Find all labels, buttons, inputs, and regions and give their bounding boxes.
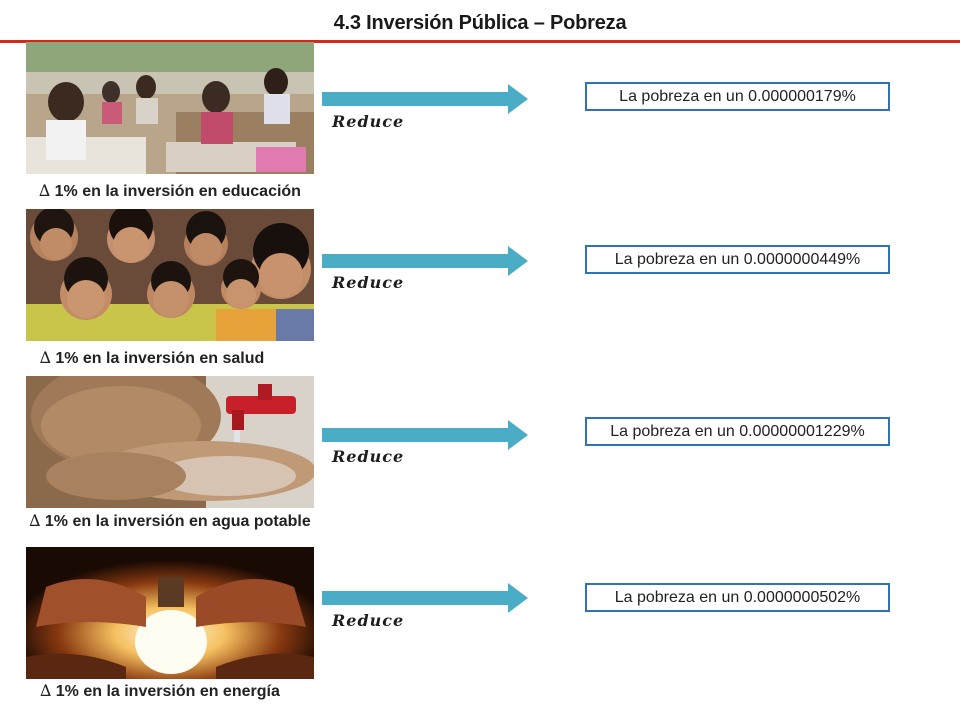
caption-text: 1% en la inversión en energía: [51, 683, 280, 700]
delta-symbol: ∆: [40, 681, 52, 700]
arrow-right-icon: [322, 84, 532, 114]
caption-education: ∆ 1% en la inversión en educación: [0, 181, 340, 201]
row-health: ∆ 1% en la inversión en salud Reduce La …: [0, 209, 960, 369]
caption-text: 1% en la inversión en educación: [50, 183, 301, 200]
title-divider: [0, 40, 960, 43]
caption-text: 1% en la inversión en salud: [50, 350, 265, 367]
reduce-label: Reduce: [332, 447, 405, 466]
arrow-right-icon: [322, 583, 532, 613]
result-box-water: La pobreza en un 0.00000001229%: [585, 417, 890, 446]
reduce-label: Reduce: [332, 273, 405, 292]
row-education: ∆ 1% en la inversión en educación Reduce…: [0, 42, 960, 202]
caption-health: ∆ 1% en la inversión en salud: [0, 348, 322, 368]
arrow-right-icon: [322, 246, 532, 276]
child-drinking-tap-water-photo: [26, 376, 314, 508]
delta-symbol: ∆: [39, 348, 51, 367]
result-box-energy: La pobreza en un 0.0000000502%: [585, 583, 890, 612]
row-water: ∆ 1% en la inversión en agua potable Red…: [0, 376, 960, 536]
arrow-right-icon: [322, 420, 532, 450]
caption-energy: ∆ 1% en la inversión en energía: [0, 681, 330, 701]
result-box-health: La pobreza en un 0.0000000449%: [585, 245, 890, 274]
smiling-children-photo: [26, 209, 314, 341]
delta-symbol: ∆: [39, 181, 51, 200]
delta-symbol: ∆: [29, 511, 41, 530]
classroom-students-photo: [26, 42, 314, 174]
caption-text: 1% en la inversión en agua potable: [40, 513, 311, 530]
reduce-label: Reduce: [332, 112, 405, 131]
result-box-education: La pobreza en un 0.000000179%: [585, 82, 890, 111]
page-title: 4.3 Inversión Pública – Pobreza: [333, 12, 627, 34]
row-energy: ∆ 1% en la inversión en energía Reduce L…: [0, 547, 960, 707]
hands-holding-light-bulb-photo: [26, 547, 314, 679]
caption-water: ∆ 1% en la inversión en agua potable: [0, 511, 340, 531]
reduce-label: Reduce: [332, 611, 405, 630]
